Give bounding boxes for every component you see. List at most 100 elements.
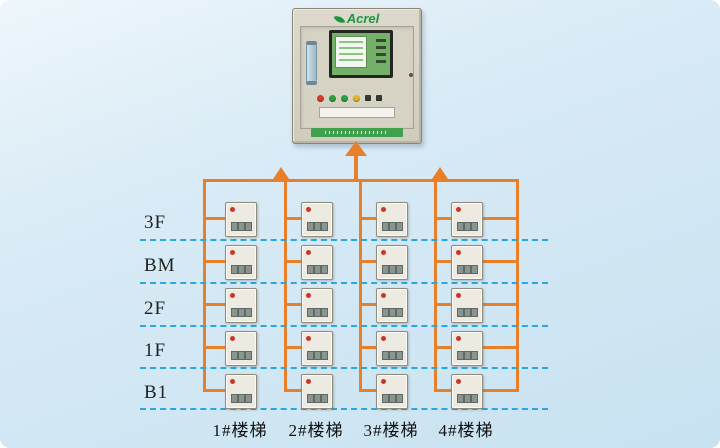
floor-label: 3F [144, 212, 167, 233]
monitor-device [451, 245, 483, 280]
stub [481, 346, 517, 349]
monitor-device [451, 202, 483, 237]
stair-label: 4#楼梯 [438, 421, 494, 440]
device-led [306, 293, 311, 298]
stub [359, 303, 378, 306]
riser [359, 179, 362, 392]
device-led [456, 293, 461, 298]
monitor-device [451, 288, 483, 323]
riser [284, 179, 287, 392]
leaf-icon [333, 13, 346, 26]
device-led [306, 336, 311, 341]
stub [203, 260, 227, 263]
stub [284, 217, 303, 220]
monitor-device [301, 331, 333, 366]
monitoring-cabinet: Acrel [292, 8, 422, 144]
stub [203, 346, 227, 349]
device-led [381, 293, 386, 298]
stub [434, 303, 453, 306]
riser [434, 179, 437, 392]
stub [359, 389, 378, 392]
indicator-lights [317, 93, 382, 103]
indicator-light [329, 94, 336, 102]
monitor-device [376, 331, 408, 366]
stub [481, 389, 517, 392]
device-led [381, 207, 386, 212]
monitor-device [301, 245, 333, 280]
stub [434, 346, 453, 349]
device-led [230, 379, 235, 384]
device-led [306, 379, 311, 384]
monitor-device [301, 374, 333, 409]
lock-dot [409, 73, 413, 77]
monitor-device [225, 288, 257, 323]
stub [203, 303, 227, 306]
floor-dashed-line [140, 325, 548, 327]
screen-content [335, 36, 367, 68]
up-arrow-icon [273, 167, 289, 179]
stair-label: 2#楼梯 [288, 421, 344, 440]
floor-dashed-line [140, 367, 548, 369]
indicator-tube [306, 41, 317, 85]
floor-dashed-line [140, 282, 548, 284]
device-led [456, 207, 461, 212]
label-slot [319, 107, 395, 118]
floor-label: B1 [144, 382, 169, 403]
floor-label: 2F [144, 298, 167, 319]
stub [284, 303, 303, 306]
stair-label: 3#楼梯 [363, 421, 419, 440]
brand-strip [311, 128, 403, 137]
floor-dashed-line [140, 239, 548, 241]
indicator-light [365, 95, 371, 101]
up-arrow-icon [432, 167, 448, 179]
monitor-device [451, 374, 483, 409]
device-led [381, 336, 386, 341]
indicator-light [341, 94, 348, 102]
device-led [306, 207, 311, 212]
indicator-light [353, 94, 360, 102]
stub [284, 346, 303, 349]
monitor-device [225, 331, 257, 366]
stub [359, 217, 378, 220]
device-led [230, 336, 235, 341]
stub [203, 217, 227, 220]
monitor-device [376, 202, 408, 237]
monitor-device [301, 288, 333, 323]
device-led [456, 379, 461, 384]
stub [481, 260, 517, 263]
stub [481, 303, 517, 306]
riser [203, 179, 206, 392]
brand-text: Acrel [346, 11, 380, 26]
stub [203, 389, 227, 392]
monitor-device [376, 245, 408, 280]
device-led [456, 336, 461, 341]
stub [434, 217, 453, 220]
monitor-device [225, 245, 257, 280]
monitor-device [225, 374, 257, 409]
stair-label: 1#楼梯 [212, 421, 268, 440]
lcd-screen [329, 30, 393, 78]
monitor-device [301, 202, 333, 237]
stub [359, 260, 378, 263]
device-led [381, 250, 386, 255]
floor-label: 1F [144, 340, 167, 361]
device-led [381, 379, 386, 384]
floor-label: BM [144, 255, 176, 276]
stub [434, 260, 453, 263]
stub [434, 389, 453, 392]
arrow-shaft [354, 156, 358, 180]
device-led [306, 250, 311, 255]
stub [359, 346, 378, 349]
device-led [230, 293, 235, 298]
acrel-logo: Acrel [293, 11, 421, 26]
stub [284, 260, 303, 263]
up-arrow-icon [345, 141, 367, 156]
monitor-device [376, 374, 408, 409]
floor-dashed-line [140, 408, 548, 410]
stub [481, 217, 517, 220]
device-led [230, 250, 235, 255]
monitor-device [451, 331, 483, 366]
monitor-device [376, 288, 408, 323]
stub [284, 389, 303, 392]
riser [516, 179, 519, 392]
